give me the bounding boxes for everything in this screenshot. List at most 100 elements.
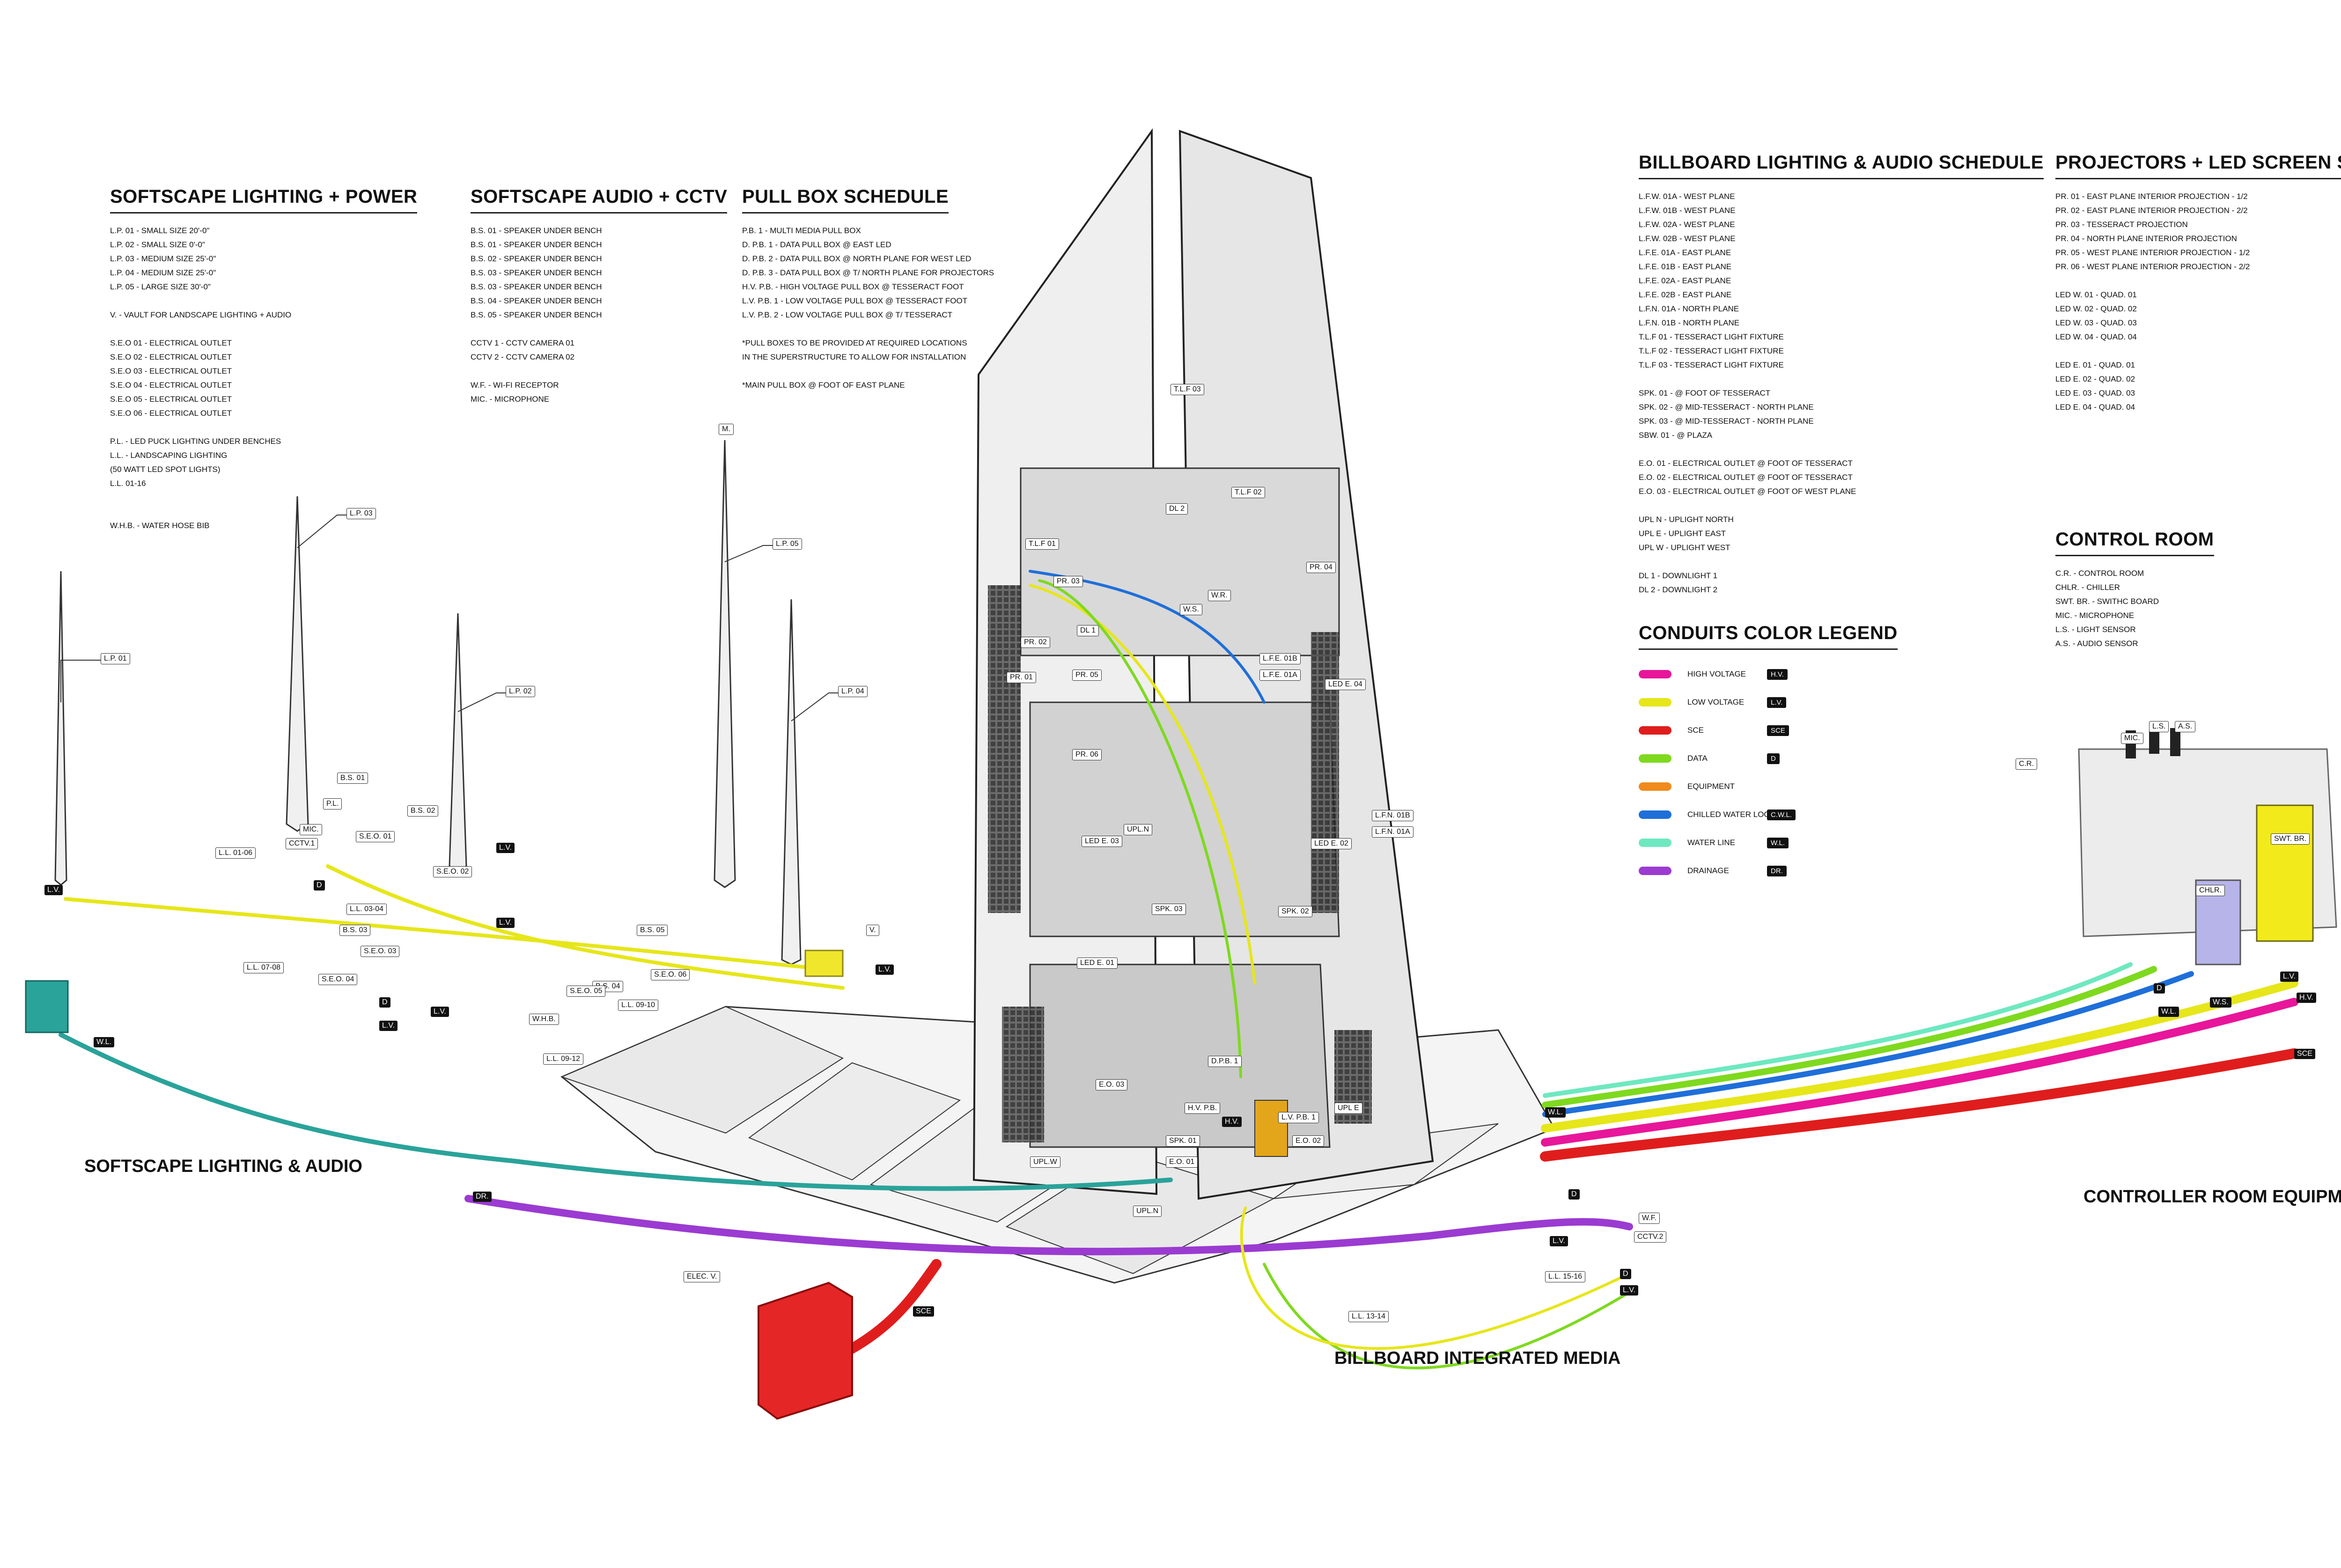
schedule-item: D. P.B. 2 - DATA PULL BOX @ NORTH PLANE … [742, 254, 972, 263]
softscape-lighting-schedule: SOFTSCAPE LIGHTING + POWER L.P. 01 - SMA… [110, 186, 418, 533]
schedule-item: E.O. 01 - ELECTRICAL OUTLET @ FOOT OF TE… [1639, 459, 1853, 468]
legend-label: DRAINAGE [1687, 866, 1729, 875]
schedule-item: SBW. 01 - @ PLAZA [1639, 431, 1713, 440]
projectors-schedule: PROJECTORS + LED SCREEN SCHEDULE PR. 01 … [2055, 152, 2341, 414]
tag-bs02: B.S. 02 [407, 805, 439, 817]
legend-swatch [1639, 782, 1671, 791]
tag-bs03: B.S. 03 [339, 925, 371, 936]
schedule-item: C.R. - CONTROL ROOM [2055, 569, 2144, 578]
control-room-title: CONTROL ROOM [2055, 529, 2214, 556]
tag-lede03: LED E. 03 [1082, 836, 1122, 847]
tag-dpb1: D.P.B. 1 [1208, 1056, 1242, 1067]
schedule-item: PR. 02 - EAST PLANE INTERIOR PROJECTION … [2055, 206, 2248, 215]
schedule-item: B.S. 04 - SPEAKER UNDER BENCH [471, 296, 602, 305]
tag-lv: L.V. [44, 885, 63, 895]
projectors-list: PR. 01 - EAST PLANE INTERIOR PROJECTION … [2055, 190, 2341, 414]
legend-code: SCE [1767, 725, 1789, 736]
tag-eo01: E.O. 01 [1166, 1156, 1198, 1168]
schedule-item: L.S. - LIGHT SENSOR [2055, 625, 2136, 634]
legend-label: HIGH VOLTAGE [1687, 670, 1746, 678]
billboard-title: BILLBOARD LIGHTING & AUDIO SCHEDULE [1639, 152, 2044, 179]
schedule-item: D. P.B. 3 - DATA PULL BOX @ T/ NORTH PLA… [742, 268, 994, 277]
billboard-tesseract-structure [972, 128, 1434, 1200]
legend-title: CONDUITS COLOR LEGEND [1639, 623, 1898, 650]
softscape-audio-title: SOFTSCAPE AUDIO + CCTV [471, 186, 728, 213]
tag-d: D [379, 997, 390, 1008]
caption-billboard: BILLBOARD INTEGRATED MEDIA [1334, 1348, 1621, 1368]
tag-pr04: PR. 04 [1306, 562, 1336, 573]
schedule-item: B.S. 05 - SPEAKER UNDER BENCH [471, 310, 602, 319]
caption-softscape: SOFTSCAPE LIGHTING & AUDIO [84, 1156, 362, 1176]
schedule-item: IN THE SUPERSTRUCTURE TO ALLOW FOR INSTA… [742, 353, 966, 361]
schedule-gap [742, 364, 994, 378]
tag-lede04: LED E. 04 [1325, 679, 1366, 690]
schedule-gap [110, 322, 417, 336]
schedule-item: L.F.W. 01A - WEST PLANE [1639, 192, 1735, 201]
tag-whb: W.H.B. [529, 1014, 559, 1025]
tag-tlf01: T.L.F 01 [1025, 538, 1059, 550]
tag-ll0106: L.L. 01-06 [215, 847, 256, 859]
tag-d: D [1620, 1269, 1631, 1279]
tag-hv: H.V. [2297, 993, 2316, 1003]
schedule-item: SWT. BR. - SWITHC BOARD [2055, 597, 2159, 606]
schedule-gap [2055, 274, 2341, 288]
schedule-item: L.F.W. 02B - WEST PLANE [1639, 234, 1736, 243]
schedule-item: DL 2 - DOWNLIGHT 2 [1639, 585, 1718, 594]
legend-swatch [1639, 810, 1671, 819]
conduit-runs [59, 570, 2299, 1369]
light-poles [54, 440, 802, 965]
caption-controller: CONTROLLER ROOM EQUIPMENT [2083, 1187, 2341, 1207]
tag-pr01: PR. 01 [1007, 672, 1036, 683]
tag-ws: W.S. [1180, 604, 1202, 615]
schedule-item: L.F.E. 02A - EAST PLANE [1639, 276, 1731, 285]
tag-uplw: UPL.W [1030, 1156, 1060, 1168]
schedule-item: MIC. - MICROPHONE [2055, 611, 2135, 620]
tag-dr: DR. [473, 1192, 492, 1202]
schedule-item: LED W. 04 - QUAD. 04 [2055, 332, 2137, 341]
schedule-gap [110, 420, 417, 434]
tag-d: D [314, 880, 325, 891]
schedule-item: *PULL BOXES TO BE PROVIDED AT REQUIRED L… [742, 339, 967, 347]
tag-lede01: LED E. 01 [1077, 957, 1118, 969]
schedule-item: MIC. - MICROPHONE [471, 395, 550, 404]
schedule-gap [1639, 372, 2044, 386]
schedule-item: S.E.O 03 - ELECTRICAL OUTLET [110, 367, 232, 375]
tag-pr02: PR. 02 [1021, 637, 1050, 648]
tag-lfn01a: L.F.N. 01A [1372, 826, 1413, 838]
tag-seo01: S.E.O. 01 [356, 831, 395, 842]
schedule-item: SPK. 02 - @ MID-TESSERACT - NORTH PLANE [1639, 403, 1814, 412]
legend-label: SCE [1687, 726, 1704, 735]
tag-lfe01a: L.F.E. 01A [1259, 670, 1301, 681]
schedule-item: PR. 04 - NORTH PLANE INTERIOR PROJECTION [2055, 234, 2237, 243]
tag-uple: UPL E [1334, 1103, 1362, 1114]
tag-elec_v: ELEC. V. [684, 1271, 721, 1282]
tag-cctv2: CCTV.2 [1634, 1231, 1667, 1243]
schedule-item: L.F.W. 02A - WEST PLANE [1639, 220, 1735, 229]
schedule-item: P.L. - LED PUCK LIGHTING UNDER BENCHES [110, 437, 281, 446]
schedule-item: L.F.E. 01B - EAST PLANE [1639, 262, 1732, 271]
schedule-item: B.S. 01 - SPEAKER UNDER BENCH [471, 240, 602, 249]
tag-upln: UPL.N [1124, 824, 1153, 835]
tag-seo05: S.E.O. 05 [567, 986, 606, 997]
legend-label: LOW VOLTAGE [1687, 698, 1745, 707]
tag-wr: W.R. [1208, 590, 1231, 601]
schedule-item: UPL N - UPLIGHT NORTH [1639, 515, 1734, 524]
tag-lp04: L.P. 04 [838, 686, 868, 697]
schedule-gap [110, 294, 417, 308]
schedule-item: PR. 06 - WEST PLANE INTERIOR PROJECTION … [2055, 262, 2250, 271]
tag-wf: W.F. [1639, 1213, 1660, 1224]
schedule-item: PR. 01 - EAST PLANE INTERIOR PROJECTION … [2055, 192, 2248, 201]
schedule-item: L.F.E. 02B - EAST PLANE [1639, 290, 1732, 299]
schedule-item: PR. 03 - TESSERACT PROJECTION [2055, 220, 2188, 229]
equipment [25, 726, 2337, 1420]
schedule-item: W.F. - WI-FI RECEPTOR [471, 381, 559, 390]
schedule-gap [742, 322, 994, 336]
schedule-item: PR. 05 - WEST PLANE INTERIOR PROJECTION … [2055, 248, 2250, 257]
